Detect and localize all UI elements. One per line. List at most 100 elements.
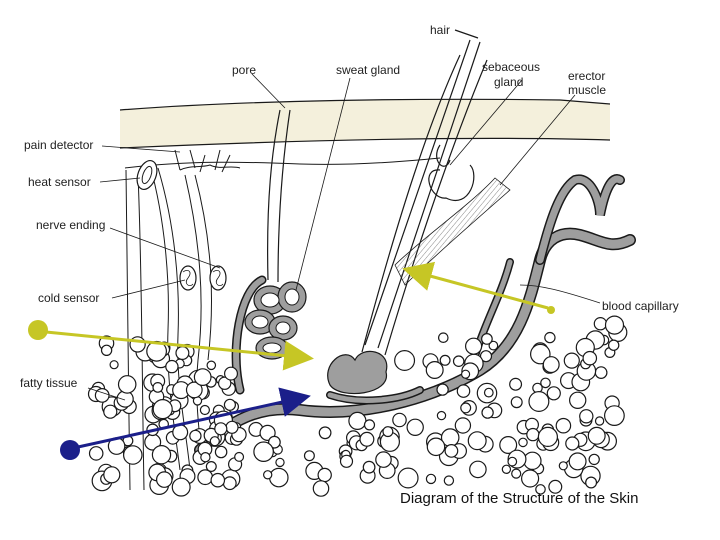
fat-cell — [604, 405, 625, 427]
heat-sensor-bulb — [136, 159, 158, 191]
label-nerve-ending: nerve ending — [36, 218, 106, 232]
fat-cell — [223, 398, 236, 411]
sweat-gland-duct — [267, 109, 291, 283]
label-pain-detector: pain detector — [24, 138, 94, 152]
fatty-tissue-cells — [87, 315, 628, 497]
fat-cell — [217, 376, 232, 390]
epidermis-layer — [119, 98, 611, 169]
fat-cell — [537, 426, 559, 447]
label-blood-capillary: blood capillary — [602, 299, 679, 313]
fat-cell — [481, 333, 493, 345]
label-sebaceous-gland-line1: sebaceous — [482, 60, 541, 74]
fat-cell — [362, 460, 376, 474]
fat-cell — [460, 402, 472, 414]
fat-cell — [197, 469, 214, 486]
fat-cell — [312, 480, 330, 497]
fat-cell — [454, 417, 472, 434]
fat-cell — [542, 356, 560, 374]
fat-cell — [382, 426, 394, 438]
fat-cell — [225, 420, 239, 434]
sebaceous-gland — [428, 144, 475, 201]
fat-cell — [375, 451, 392, 468]
fat-cell — [439, 354, 451, 366]
fat-cell — [406, 418, 424, 436]
fat-cell — [526, 427, 540, 442]
fat-cell — [443, 475, 455, 486]
fat-cell — [123, 445, 143, 465]
hair-bulb — [327, 350, 388, 395]
fat-cell — [594, 416, 605, 426]
fat-cell — [88, 446, 104, 461]
fat-cell — [479, 350, 493, 363]
fat-cell — [436, 383, 449, 396]
fat-cell — [582, 350, 598, 366]
fat-cell — [175, 346, 190, 361]
label-sweat-gland: sweat gland — [336, 63, 401, 77]
fat-cell — [499, 436, 518, 455]
diagram-title: Diagram of the Structure of the Skin — [400, 490, 639, 507]
fat-cell — [214, 422, 228, 436]
fat-cell — [268, 467, 289, 488]
fat-cell — [189, 429, 202, 443]
hair-shaft — [361, 29, 488, 356]
fat-cell — [518, 437, 528, 448]
fat-cell — [511, 468, 522, 479]
fat-cell — [483, 387, 494, 398]
fat-cell — [568, 452, 587, 471]
fat-cell — [171, 477, 191, 497]
fat-cell — [488, 340, 499, 351]
fat-cell — [555, 417, 572, 434]
fat-cell — [461, 369, 471, 379]
fat-cell — [210, 472, 226, 488]
fat-cell — [205, 461, 217, 473]
fat-cell — [548, 479, 563, 494]
fat-cell — [193, 368, 212, 387]
fat-cell — [109, 360, 119, 370]
navy-arrow — [60, 387, 311, 460]
fat-cell — [94, 388, 110, 403]
label-hair: hair — [430, 23, 451, 37]
fat-cell — [481, 406, 494, 419]
fat-cell — [501, 464, 512, 474]
fat-cell — [199, 404, 210, 416]
label-erector-muscle-line2: muscle — [568, 83, 607, 97]
fat-cell — [209, 436, 220, 447]
fat-cell — [579, 409, 594, 424]
fat-cell — [510, 396, 523, 409]
fat-cell — [103, 466, 121, 484]
label-pore: pore — [232, 63, 257, 77]
fat-cell — [565, 436, 580, 451]
fat-cell — [425, 473, 437, 485]
fat-cell — [587, 426, 606, 445]
fat-cell — [558, 461, 568, 471]
fat-cell — [234, 451, 245, 462]
fat-cell — [253, 441, 274, 462]
fat-cell — [544, 331, 556, 344]
fat-cell — [520, 469, 540, 488]
fat-cell — [394, 350, 416, 372]
fat-cell — [222, 476, 237, 491]
fat-cell — [303, 450, 315, 462]
fat-cell — [546, 386, 561, 401]
fat-cell — [151, 445, 172, 465]
fat-cell — [507, 456, 518, 467]
leader-lines — [87, 73, 601, 401]
label-heat-sensor: heat sensor — [28, 175, 91, 189]
fat-cell — [152, 399, 173, 420]
fat-cell — [318, 426, 332, 440]
fat-cell — [117, 375, 137, 394]
fat-cell — [214, 445, 228, 459]
fat-cell — [452, 355, 465, 367]
fat-cell — [425, 361, 444, 380]
fat-cell — [100, 344, 113, 356]
label-fatty-tissue: fatty tissue — [20, 376, 78, 390]
fat-cell — [465, 337, 483, 355]
fat-cell — [426, 437, 446, 457]
fat-cell — [206, 360, 217, 371]
fat-cell — [588, 453, 600, 466]
fat-cell — [594, 366, 608, 380]
fat-cell — [359, 431, 375, 447]
fat-cell — [467, 431, 487, 451]
fat-cell — [469, 460, 487, 479]
